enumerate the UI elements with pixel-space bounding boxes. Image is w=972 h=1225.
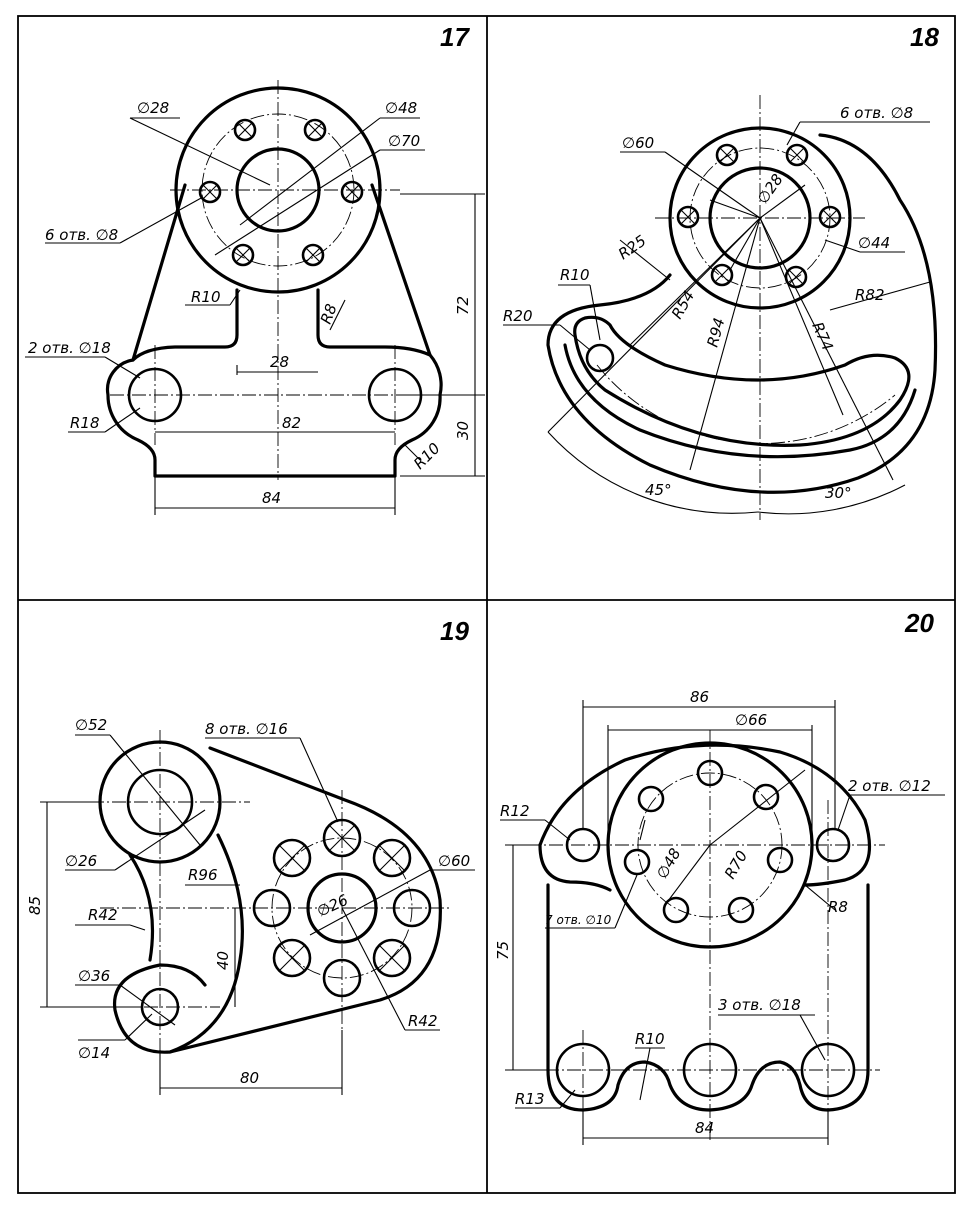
label-85: 85 xyxy=(26,896,44,915)
label-2-holes: 2 отв. ∅12 xyxy=(848,777,931,795)
label-45deg: 45° xyxy=(645,481,672,499)
label-r10: R10 xyxy=(635,1030,665,1048)
label-75: 75 xyxy=(494,941,512,960)
label-d26: ∅26 xyxy=(65,852,97,870)
label-r54: R54 xyxy=(668,287,698,322)
label-r12: R12 xyxy=(500,802,530,820)
label-r42-right: R42 xyxy=(408,1012,438,1030)
label-r20: R20 xyxy=(503,307,533,325)
label-d48: ∅48 xyxy=(385,99,417,117)
label-86: 86 xyxy=(690,688,709,706)
label-r10: R10 xyxy=(560,266,590,284)
panel-19: 19 xyxy=(26,616,475,1095)
label-r96: R96 xyxy=(188,866,218,884)
panel-number: 19 xyxy=(440,616,469,646)
panel-20: 20 xyxy=(494,608,945,1145)
label-d14: ∅14 xyxy=(78,1044,110,1062)
label-d60: ∅60 xyxy=(438,852,470,870)
label-r42-left: R42 xyxy=(88,906,118,924)
label-6-holes: 6 отв. ∅8 xyxy=(45,226,118,244)
panel-number: 20 xyxy=(904,608,934,638)
label-8-holes: 8 отв. ∅16 xyxy=(205,720,288,738)
label-d70: ∅70 xyxy=(388,132,420,150)
label-d36: ∅36 xyxy=(78,967,110,985)
label-r10-upper: R10 xyxy=(191,288,221,306)
label-d52: ∅52 xyxy=(75,716,107,734)
label-2-holes: 2 отв. ∅18 xyxy=(28,339,111,357)
label-40: 40 xyxy=(214,951,232,970)
label-84: 84 xyxy=(262,489,281,507)
label-r8: R8 xyxy=(317,301,341,326)
label-d48: ∅48 xyxy=(653,845,685,882)
label-r8: R8 xyxy=(828,898,848,916)
panel-number: 18 xyxy=(910,22,939,52)
label-80: 80 xyxy=(240,1069,259,1087)
label-30deg: 30° xyxy=(825,484,852,502)
label-r10-lower: R10 xyxy=(410,439,444,473)
label-82: 82 xyxy=(282,414,301,432)
label-d44: ∅44 xyxy=(858,234,890,252)
label-r25: R25 xyxy=(615,232,650,264)
label-84: 84 xyxy=(695,1119,714,1137)
label-28: 28 xyxy=(270,353,289,371)
label-d60: ∅60 xyxy=(622,134,654,152)
label-d66: ∅66 xyxy=(735,711,767,729)
label-6-holes: 6 отв. ∅8 xyxy=(840,104,913,122)
label-72: 72 xyxy=(454,296,472,315)
panel-number: 17 xyxy=(440,22,470,52)
label-r70: R70 xyxy=(721,847,751,882)
panel-18: 18 xyxy=(503,22,939,520)
label-d28: ∅28 xyxy=(137,99,169,117)
label-7-holes: 7 отв. ∅10 xyxy=(545,913,612,927)
label-r18: R18 xyxy=(70,414,100,432)
label-r82: R82 xyxy=(855,286,885,304)
label-30: 30 xyxy=(454,421,472,440)
sheet-frame xyxy=(17,15,956,1194)
label-r13: R13 xyxy=(515,1090,545,1108)
label-r74: R74 xyxy=(808,319,836,353)
panel-17: 17 xyxy=(25,22,485,515)
label-3-holes: 3 отв. ∅18 xyxy=(718,996,801,1014)
